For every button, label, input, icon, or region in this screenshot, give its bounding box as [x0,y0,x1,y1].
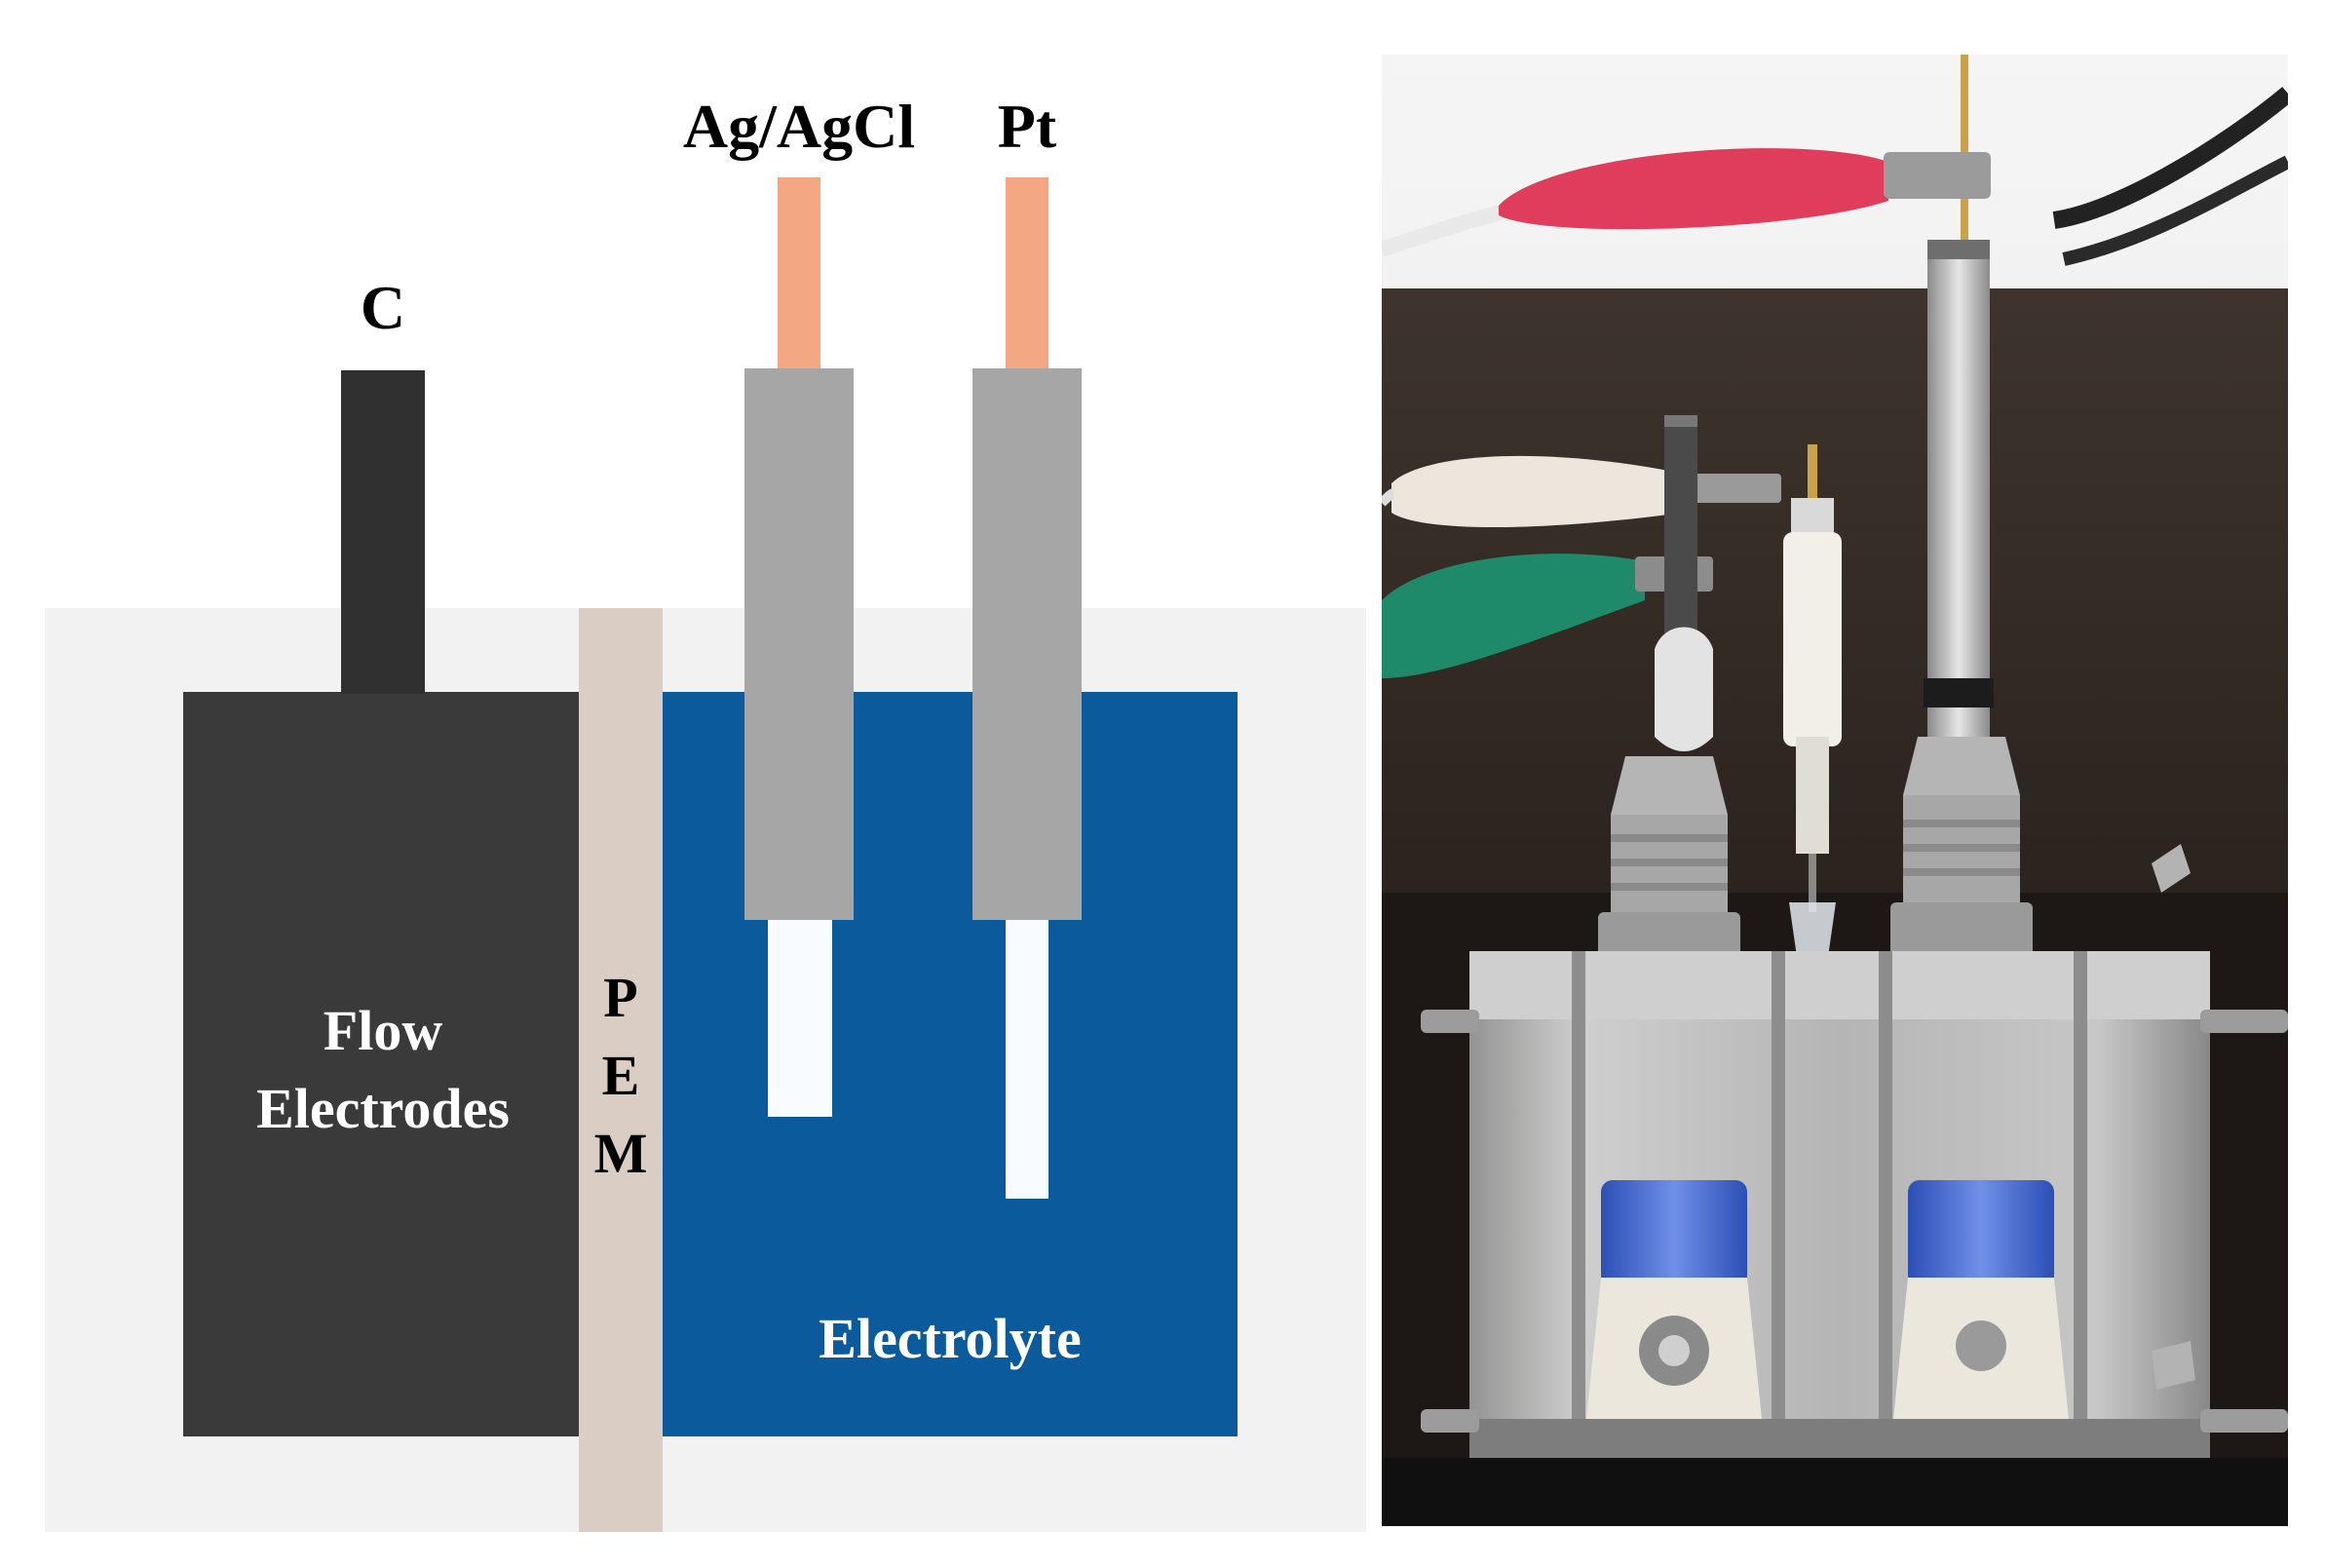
pt-wire [1006,177,1048,372]
carbon-rod [341,370,425,694]
pt-electrode-body [972,368,1082,920]
pem-label: P E M [579,959,663,1193]
pem-membrane [579,608,663,1532]
ag-agcl-label: Ag/AgCl [682,92,916,161]
cell-schematic: Flow Electrodes C P E M Electrolyte Ag/A… [45,92,1366,1532]
electrolyte-label: Electrolyte [819,1307,1082,1370]
carbon-label: C [360,273,406,342]
electrochemical-cell-photo [1378,55,2294,1526]
pem-label-e: E [601,1044,640,1107]
photo-svg [1378,55,2294,1526]
pem-label-m: M [593,1122,648,1185]
flow-electrodes-label: Flow Electrodes [183,992,583,1148]
pt-label: Pt [997,92,1057,161]
flow-electrodes-chamber [183,692,583,1436]
ag-agcl-wire [778,177,820,372]
pem-label-p: P [603,966,638,1029]
ag-agcl-electrode-tip [768,920,832,1117]
flow-electrodes-label-line2: Electrodes [256,1077,510,1140]
pt-electrode-tip [1006,920,1048,1199]
flow-electrodes-label-line1: Flow [323,999,443,1062]
ag-agcl-electrode-body [744,368,854,920]
